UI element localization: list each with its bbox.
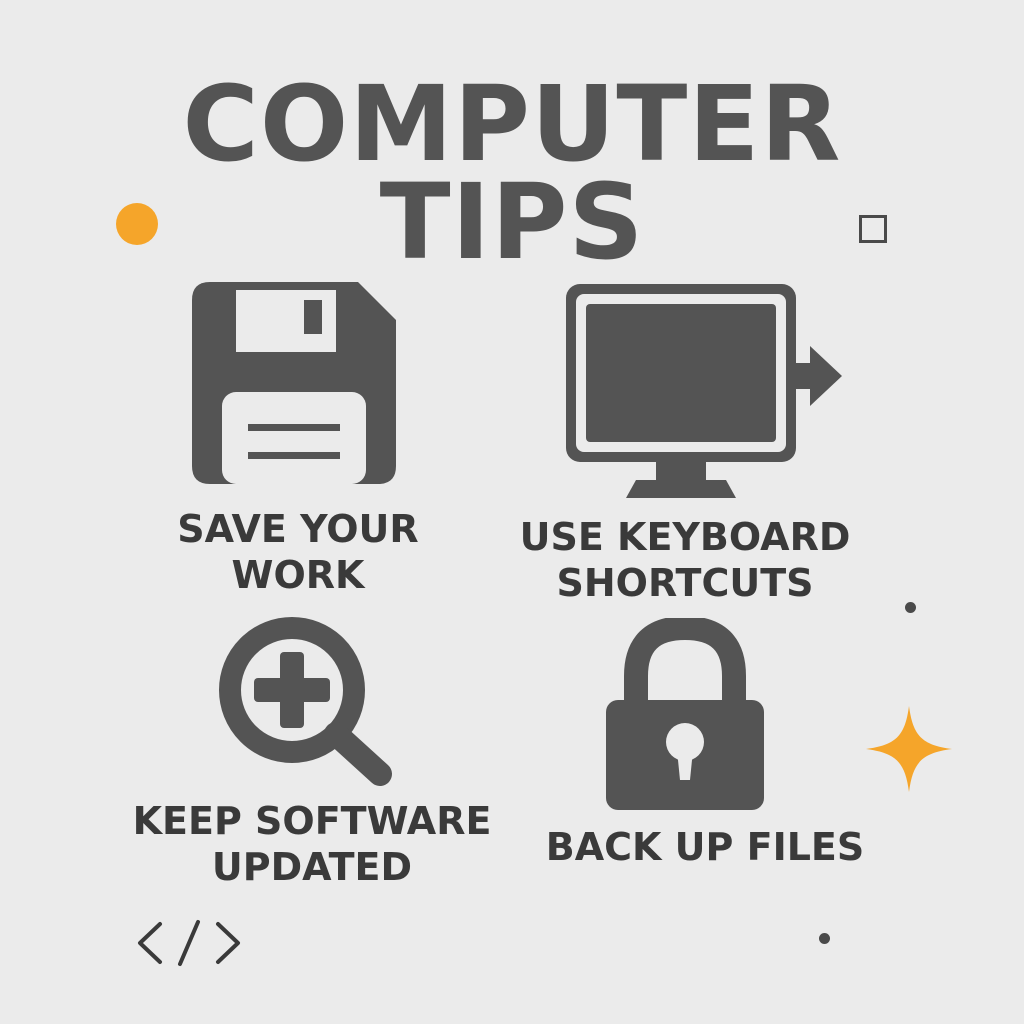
tip-label-line: USE KEYBOARD [519,515,851,559]
floppy-disk-icon [192,282,396,484]
tip-label: SAVE YOUR WORK [150,506,446,598]
magnifier-plus-icon [219,617,392,786]
code-brackets-icon [138,920,240,966]
tip-label-line: BACK UP FILES [545,825,865,869]
orange-dot [116,203,158,245]
tip-label: BACK UP FILES [520,824,890,870]
small-dot [819,933,830,944]
tip-label-line: UPDATED [211,845,413,889]
title-line-1: COMPUTER [182,63,842,185]
tip-label-line: KEEP SOFTWARE [132,799,492,843]
monitor-arrow-icon [566,284,842,498]
tip-label-line: SHORTCUTS [556,561,814,605]
title-line-2: TIPS [379,161,645,283]
tip-label: USE KEYBOARD SHORTCUTS [500,514,870,606]
padlock-icon [606,618,764,810]
tip-label-line: WORK [231,553,365,597]
sparkle-icon [866,706,952,792]
tip-label: KEEP SOFTWARE UPDATED [120,798,504,890]
tip-label-line: SAVE YOUR [177,507,419,551]
square-outline-icon [859,215,887,243]
small-dot [905,602,916,613]
